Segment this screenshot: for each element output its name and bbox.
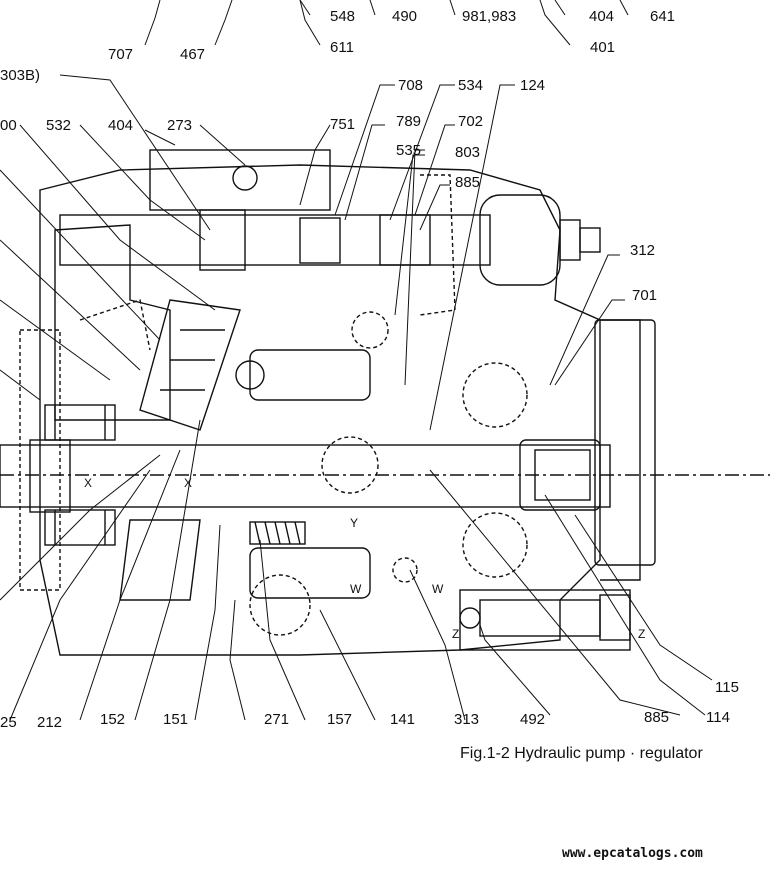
callout-885-top: 885 [455,174,481,191]
section-mark-z-right: Z [638,627,646,641]
hidden-bore-3 [249,574,311,636]
callout-467: 467 [180,46,206,63]
top-valve-block [149,149,331,211]
section-mark-z-left: Z [452,627,460,641]
swash-plate-lower [119,519,201,601]
section-mark-x-left: X [84,476,93,490]
callout-707: 707 [108,46,134,63]
callout-404: 404 [108,117,134,134]
callout-789: 789 [396,113,422,130]
callout-641: 641 [650,8,676,25]
callout-803: 803 [455,144,481,161]
drive-shaft [0,444,611,508]
hidden-bore-1 [462,362,528,428]
callout-702: 702 [458,113,484,130]
callout-708: 708 [398,77,424,94]
section-mark-x-right: X [184,476,193,490]
callout-981-983: 981,983 [462,8,517,25]
rear-cover [600,319,641,581]
watermark-url: www.epcatalogs.com [562,846,703,861]
callout-534: 534 [458,77,484,94]
callout-611: 611 [330,39,354,56]
piston-spring [249,521,306,545]
callout-152: 152 [100,711,126,728]
callout-115: 115 [715,679,739,696]
shaft-coupling [519,439,601,511]
callout-271: 271 [264,711,290,728]
callout-151: 151 [163,711,189,728]
section-mark-w-left: W [350,582,362,596]
rear-flange [594,319,656,566]
figure-caption: Fig.1-2 Hydraulic pump · regulator [460,745,703,762]
callout-885-bottom: 885 [644,709,670,726]
top-end-cap [479,194,561,286]
callout-490: 490 [392,8,418,25]
hidden-bore-4 [321,436,379,494]
callout-303b: 303B) [0,67,41,84]
callout-548: 548 [330,8,356,25]
callout-312: 312 [630,242,656,259]
callout-25: 25 [0,714,17,731]
callout-313: 313 [454,711,480,728]
pump-housing-outline [39,164,601,656]
callout-401: 401 [590,39,616,56]
callout-00: 00 [0,117,17,134]
callout-141: 141 [390,711,416,728]
regulator-spool-top [59,214,491,266]
shaft-end [29,439,71,513]
callout-404-top: 404 [589,8,615,25]
section-mark-y: Y [350,516,359,530]
callout-157: 157 [327,711,353,728]
callout-273: 273 [167,117,193,134]
front-casing [54,224,171,421]
front-bearing [44,404,116,441]
callout-492: 492 [520,711,546,728]
section-mark-w-right: W [432,582,444,596]
callout-114: 114 [706,709,730,726]
callout-535: 535 [396,142,422,159]
callout-124: 124 [520,77,546,94]
callout-532: 532 [46,117,72,134]
swash-plate [139,299,241,431]
callout-751: 751 [330,116,356,133]
cylinder-block [249,349,371,401]
callout-212: 212 [37,714,63,731]
callout-701: 701 [632,287,658,304]
hidden-bore-2 [462,512,528,578]
